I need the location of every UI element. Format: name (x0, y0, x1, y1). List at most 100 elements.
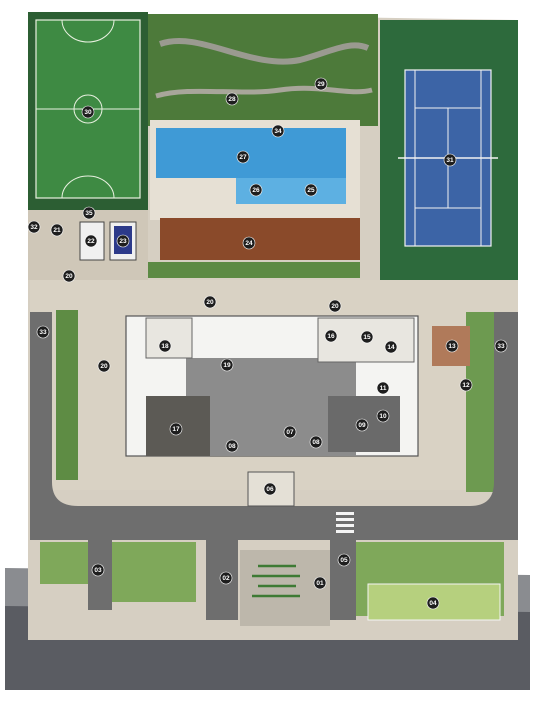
marker-28: 28 (225, 92, 239, 106)
marker-25: 25 (304, 183, 318, 197)
svg-text:06: 06 (266, 486, 274, 493)
building-core-left (186, 358, 356, 456)
svg-text:33: 33 (497, 343, 505, 350)
marker-12: 12 (459, 378, 473, 392)
svg-text:04: 04 (429, 600, 437, 607)
svg-text:10: 10 (379, 413, 387, 420)
garden-top (148, 14, 378, 126)
marker-33: 33 (36, 325, 50, 339)
marker-29: 29 (314, 77, 328, 91)
garden-path (159, 38, 370, 65)
svg-text:33: 33 (39, 329, 47, 336)
marker-33: 33 (494, 339, 508, 353)
svg-text:31: 31 (446, 157, 454, 164)
marker-08: 08 (225, 439, 239, 453)
marker-35: 35 (82, 206, 96, 220)
soccer-center-circle (73, 94, 103, 124)
svg-text:02: 02 (222, 575, 230, 582)
svg-text:20: 20 (331, 303, 339, 310)
marker-20: 20 (328, 299, 342, 313)
soccer-goal-area-bottom (61, 175, 115, 199)
marker-18: 18 (158, 339, 172, 353)
svg-text:26: 26 (252, 187, 260, 194)
marker-24: 24 (242, 236, 256, 250)
svg-text:29: 29 (317, 81, 325, 88)
svg-text:21: 21 (53, 227, 61, 234)
marker-23: 23 (116, 234, 130, 248)
marker-20: 20 (62, 269, 76, 283)
garden-path-lower (155, 85, 373, 99)
marker-02: 02 (219, 571, 233, 585)
soccer-goal-area-top (61, 19, 115, 43)
svg-text:13: 13 (448, 343, 456, 350)
marker-10: 10 (376, 409, 390, 423)
marker-16: 16 (324, 329, 338, 343)
svg-text:20: 20 (100, 363, 108, 370)
marker-08: 08 (309, 435, 323, 449)
svg-text:08: 08 (228, 443, 236, 450)
marker-22: 22 (84, 234, 98, 248)
svg-text:32: 32 (30, 224, 38, 231)
marker-31: 31 (443, 153, 457, 167)
svg-text:20: 20 (206, 299, 214, 306)
marker-27: 27 (236, 150, 250, 164)
marker-19: 19 (220, 358, 234, 372)
marker-32: 32 (27, 220, 41, 234)
crosswalk (336, 512, 354, 533)
building-top-room-left (145, 317, 193, 359)
svg-text:34: 34 (274, 128, 282, 135)
pool-main (156, 128, 346, 178)
svg-text:22: 22 (87, 238, 95, 245)
marker-21: 21 (50, 223, 64, 237)
garden-bench-strips (252, 564, 300, 598)
marker-11: 11 (376, 381, 390, 395)
marker-20: 20 (97, 359, 111, 373)
marker-06: 06 (263, 482, 277, 496)
left-garden (56, 310, 78, 480)
svg-text:18: 18 (161, 343, 169, 350)
svg-text:16: 16 (327, 333, 335, 340)
svg-text:14: 14 (387, 344, 395, 351)
front-lawn-mid (110, 542, 196, 602)
marker-17: 17 (169, 422, 183, 436)
svg-text:09: 09 (358, 422, 366, 429)
marker-26: 26 (249, 183, 263, 197)
svg-text:19: 19 (223, 362, 231, 369)
svg-text:28: 28 (228, 96, 236, 103)
svg-text:25: 25 (307, 187, 315, 194)
marker-20: 20 (203, 295, 217, 309)
marker-15: 15 (360, 330, 374, 344)
marker-05: 05 (337, 553, 351, 567)
svg-text:35: 35 (85, 210, 93, 217)
wood-deck (160, 218, 360, 260)
svg-text:27: 27 (239, 154, 247, 161)
svg-text:23: 23 (119, 238, 127, 245)
svg-text:15: 15 (363, 334, 371, 341)
map-markers: 01 02 03 04 05 06 07 08 09 10 11 12 13 14 15 16 17 18 19 20… (27, 77, 508, 610)
marker-14: 14 (384, 340, 398, 354)
svg-text:07: 07 (286, 429, 294, 436)
svg-text:24: 24 (245, 240, 253, 247)
svg-text:01: 01 (316, 580, 324, 587)
svg-text:20: 20 (65, 273, 73, 280)
svg-text:05: 05 (340, 557, 348, 564)
front-plaza (240, 550, 330, 626)
playground-box-22 (79, 221, 105, 261)
marker-09: 09 (355, 418, 369, 432)
svg-text:11: 11 (380, 385, 387, 392)
marker-03: 03 (91, 563, 105, 577)
marker-04: 04 (426, 596, 440, 610)
svg-text:12: 12 (462, 382, 470, 389)
driveway (30, 312, 518, 540)
svg-text:08: 08 (312, 439, 320, 446)
marker-30: 30 (81, 105, 95, 119)
marker-34: 34 (271, 124, 285, 138)
svg-text:03: 03 (94, 567, 102, 574)
road-branch-mid-right (330, 540, 356, 620)
marker-07: 07 (283, 425, 297, 439)
svg-text:30: 30 (84, 109, 92, 116)
svg-text:17: 17 (172, 426, 180, 433)
garden-strip (148, 262, 360, 278)
marker-01: 01 (313, 576, 327, 590)
